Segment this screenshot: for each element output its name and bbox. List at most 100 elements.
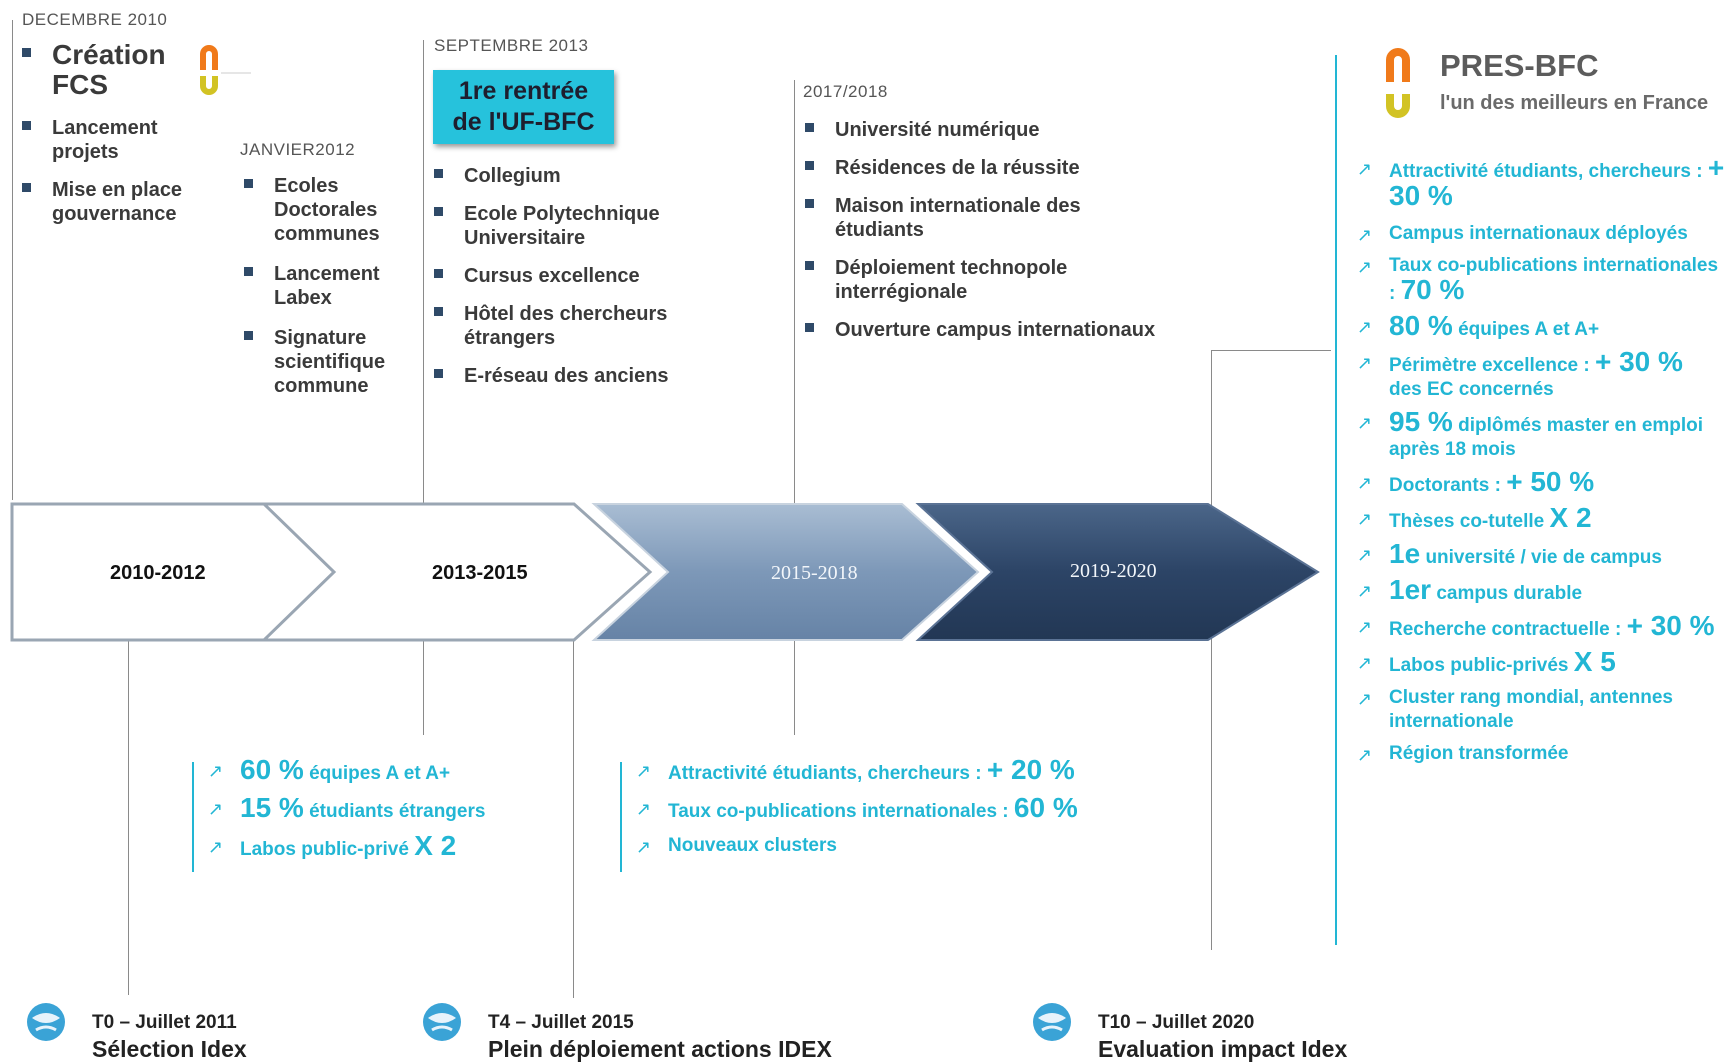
list-item: Université numérique	[803, 118, 1203, 142]
list-item: Maison internationale des étudiants	[803, 194, 1115, 242]
target-item: ↗ Recherche contractuelle : + 30 %	[1355, 612, 1725, 642]
target-text: Labos public-privés	[1389, 655, 1574, 676]
rentree-line1: 1re rentrée	[458, 77, 589, 105]
timeline	[10, 502, 1320, 642]
sept2013-list: Collegium Ecole Polytechnique Universita…	[432, 164, 692, 402]
target-item: ↗15 % étudiants étrangers	[208, 792, 486, 823]
target-text: Région transformée	[1389, 743, 1569, 764]
target-text: Thèses co-tutelle	[1389, 511, 1550, 532]
list-item: Lancement projets	[20, 116, 210, 164]
target-value: + 30 %	[1389, 152, 1725, 211]
target-item: ↗Taux co-publications internationales : …	[1355, 254, 1725, 306]
date-label: SEPTEMBRE 2013	[434, 36, 589, 55]
mid-targets-right: ↗Attractivité étudiants, chercheurs : + …	[634, 754, 1154, 858]
list-item: Déploiement technopole interrégionale	[803, 256, 1115, 304]
target-item: ↗Campus internationaux déployés	[1355, 222, 1725, 246]
top-left-list: Lancement projets Mise en place gouverna…	[20, 116, 210, 240]
target-text: Doctorants :	[1389, 475, 1507, 496]
phase-label: 2015-2018	[771, 562, 858, 584]
target-text: diplômés master en emploi après 18 mois	[1389, 415, 1704, 460]
target-text: équipes A et A+	[1458, 319, 1600, 340]
milestone-sub: Plein déploiement actions IDEX	[488, 1036, 832, 1062]
connector-line	[794, 80, 795, 735]
milestone-sub: Evaluation impact Idex	[1098, 1036, 1348, 1062]
arrow-up-icon: ↗	[1357, 581, 1373, 601]
list-item: Mise en place gouvernance	[20, 178, 210, 226]
target-value: + 50 %	[1506, 466, 1595, 497]
globe-icon	[27, 1003, 65, 1041]
list-item: Ouverture campus internationaux	[803, 318, 1203, 342]
arrow-up-icon: ↗	[1357, 317, 1373, 337]
creation-heading: Création FCS	[22, 40, 166, 100]
arrow-up-icon: ↗	[1357, 689, 1373, 709]
milestone-title: T4 – Juillet 2015	[488, 1012, 634, 1033]
target-text: Attractivité étudiants, chercheurs :	[1389, 161, 1708, 182]
bracket-line	[192, 762, 194, 872]
target-value: X 5	[1573, 646, 1616, 677]
target-text: université / vie de campus	[1425, 547, 1662, 568]
phase-arrow-2	[260, 502, 653, 642]
arrow-up-icon: ↗	[1357, 413, 1373, 433]
target-text: Périmètre excellence :	[1389, 355, 1595, 376]
target-value: 1er	[1389, 574, 1432, 605]
arrow-up-icon: ↗	[1357, 225, 1373, 245]
connector-line	[1211, 350, 1331, 351]
target-item: ↗ Attractivité étudiants, chercheurs : + …	[1355, 154, 1725, 212]
target-item: ↗ 1e université / vie de campus	[1355, 540, 1725, 570]
mid-targets-left: ↗60 % équipes A et A+ ↗15 % étudiants ét…	[206, 754, 546, 862]
target-item: ↗ Cluster rang mondial, antennes internat…	[1355, 686, 1725, 734]
arrow-up-icon: ↗	[1357, 257, 1373, 277]
y2017-list: Université numérique Résidences de la ré…	[803, 118, 1203, 356]
target-item: ↗60 % équipes A et A+	[208, 754, 451, 785]
list-item: Collegium	[432, 164, 692, 188]
list-item: Ecole Polytechnique Universitaire	[432, 202, 692, 250]
rentree-line2: de l'UF-BFC	[452, 108, 595, 136]
target-value: 1e	[1389, 538, 1421, 569]
target-value: 80 %	[1389, 310, 1453, 341]
creation-line1: Création	[52, 39, 166, 70]
pres-logo-icon	[1386, 48, 1410, 118]
target-item: ↗ Région transformée	[1355, 742, 1725, 766]
target-item: ↗Labos public-privés X 5	[1355, 648, 1725, 678]
milestone-sub: Sélection Idex	[92, 1036, 247, 1062]
target-text: des EC concernés	[1389, 379, 1554, 400]
arrow-up-icon: ↗	[1357, 159, 1373, 179]
target-item: ↗1er campus durable	[1355, 576, 1725, 606]
target-value: + 30 %	[1594, 346, 1683, 377]
connector-line	[1211, 350, 1212, 950]
list-item: Lancement Labex	[242, 262, 412, 310]
target-item: ↗Taux co-publications internationales : …	[636, 792, 1078, 823]
arrow-up-icon: ↗	[1357, 617, 1373, 637]
phase-label: 2013-2015	[432, 562, 528, 584]
arrow-up-icon: ↗	[1357, 353, 1373, 373]
arrow-up-icon: ↗	[1357, 745, 1373, 765]
rentree-box: 1re rentrée de l'UF-BFC	[433, 70, 614, 144]
list-item: Hôtel des chercheurs étrangers	[432, 302, 692, 350]
target-text: Recherche contractuelle :	[1389, 619, 1627, 640]
globe-icon	[423, 1003, 461, 1041]
target-item: ↗Thèses co-tutelle X 2	[1355, 504, 1725, 534]
date-label: 2017/2018	[803, 82, 888, 101]
target-item: ↗Attractivité étudiants, chercheurs : + …	[636, 754, 1075, 785]
connector-line	[128, 600, 129, 995]
arrow-up-icon: ↗	[1357, 545, 1373, 565]
target-value: 70 %	[1400, 274, 1465, 305]
target-value: + 30 %	[1626, 610, 1715, 641]
connector-line	[1335, 55, 1337, 945]
phase-arrow-3	[591, 503, 980, 641]
milestone-title: T10 – Juillet 2020	[1098, 1012, 1255, 1033]
target-item: ↗Labos public-privé X 2	[208, 830, 457, 861]
target-text: Cluster rang mondial, antennes internati…	[1389, 687, 1673, 732]
list-item: Signature scientifique commune	[242, 326, 412, 398]
globe-icon	[1033, 1003, 1071, 1041]
phase-label: 2019-2020	[1070, 560, 1157, 582]
pres-title: PRES-BFC	[1440, 48, 1599, 83]
pres-subtitle: l'un des meilleurs en France	[1440, 92, 1709, 114]
arrow-up-icon: ↗	[1357, 509, 1373, 529]
list-item: E-réseau des anciens	[432, 364, 692, 388]
list-item: Cursus excellence	[432, 264, 692, 288]
pres-targets: ↗ Attractivité étudiants, chercheurs : + …	[1355, 154, 1725, 774]
connector-line	[423, 40, 424, 735]
bracket-line	[620, 762, 622, 872]
jan2012-list: Ecoles Doctorales communes Lancement Lab…	[242, 174, 412, 412]
